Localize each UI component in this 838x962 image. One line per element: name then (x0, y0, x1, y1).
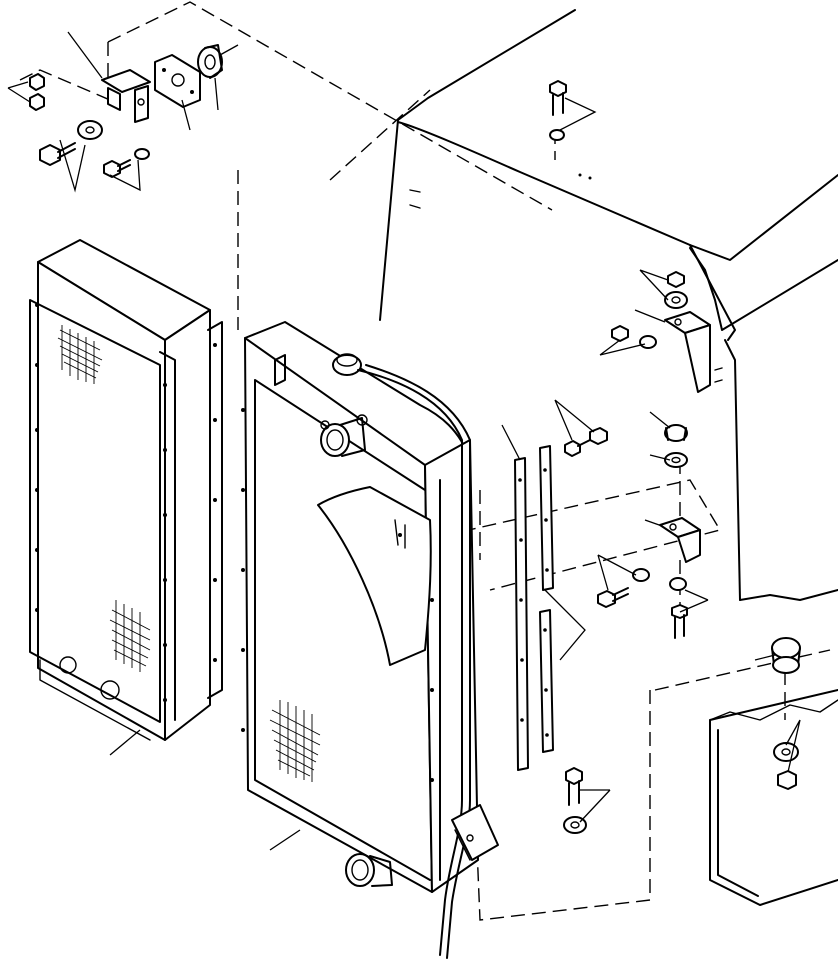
lower-frame (709, 689, 838, 906)
core-hatch-top (57, 325, 103, 384)
mounting-plate (154, 54, 201, 108)
core-hatch-bottom (109, 600, 151, 672)
leader-lines (7, 31, 801, 851)
radiator-hatch (269, 700, 321, 782)
top-left-nuts (29, 73, 45, 111)
radiator-assembly (241, 321, 499, 959)
aftercooler-core (29, 239, 223, 741)
mid-right-mounts (564, 424, 688, 468)
shroud-housing (379, 9, 838, 601)
top-left-washer-bolt (39, 120, 150, 178)
top-center-bolt (549, 80, 567, 141)
rubber-mount (197, 44, 223, 79)
lower-mounting-bracket (597, 517, 701, 639)
upper-mounting-bracket (101, 69, 151, 123)
side-seal-strip (514, 457, 529, 771)
lower-center-bolt (563, 767, 587, 834)
side-seal-strips-pair (539, 445, 554, 753)
right-upper-bracket (611, 271, 723, 393)
right-lower-mounts (771, 637, 801, 790)
